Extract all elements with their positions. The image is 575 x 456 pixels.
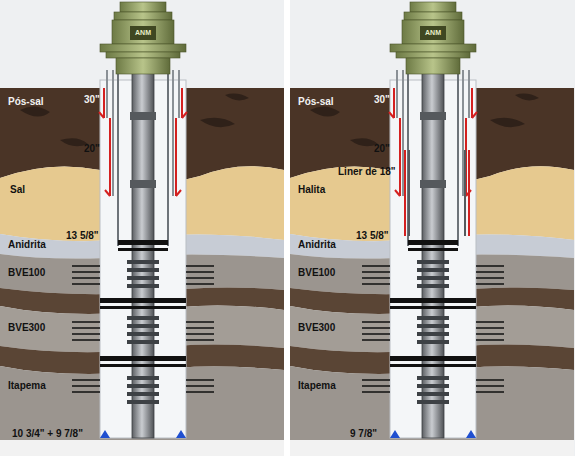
layer-label: BVE100 xyxy=(298,267,335,278)
equipment-label: ANM xyxy=(135,29,151,37)
layer-label: Halita xyxy=(298,184,325,195)
layer-label: 13 5/8" xyxy=(66,230,99,241)
layer-label: BVE300 xyxy=(8,322,45,333)
layer-label: 20" xyxy=(84,143,100,154)
layer-label: Anidrita xyxy=(298,239,336,250)
layer-label: Itapema xyxy=(8,380,46,391)
layer-label: 13 5/8" xyxy=(356,230,389,241)
layer-label: 9 7/8" xyxy=(350,428,377,439)
layer-label: 30" xyxy=(84,94,100,105)
layer-label: Pós-sal xyxy=(8,96,44,107)
layer-label: 30" xyxy=(374,94,390,105)
layer-label: BVE300 xyxy=(298,322,335,333)
layer-label: 10 3/4" + 9 7/8" xyxy=(12,428,83,439)
layer-label: Anidrita xyxy=(8,239,46,250)
equipment-label: ANM xyxy=(425,29,441,37)
layer-label: Itapema xyxy=(298,380,336,391)
layer-label: Pós-sal xyxy=(298,96,334,107)
layer-label: 20" xyxy=(374,143,390,154)
layer-label: BVE100 xyxy=(8,267,45,278)
layer-label: Liner de 18" xyxy=(338,166,396,177)
layer-label: Sal xyxy=(10,184,25,195)
